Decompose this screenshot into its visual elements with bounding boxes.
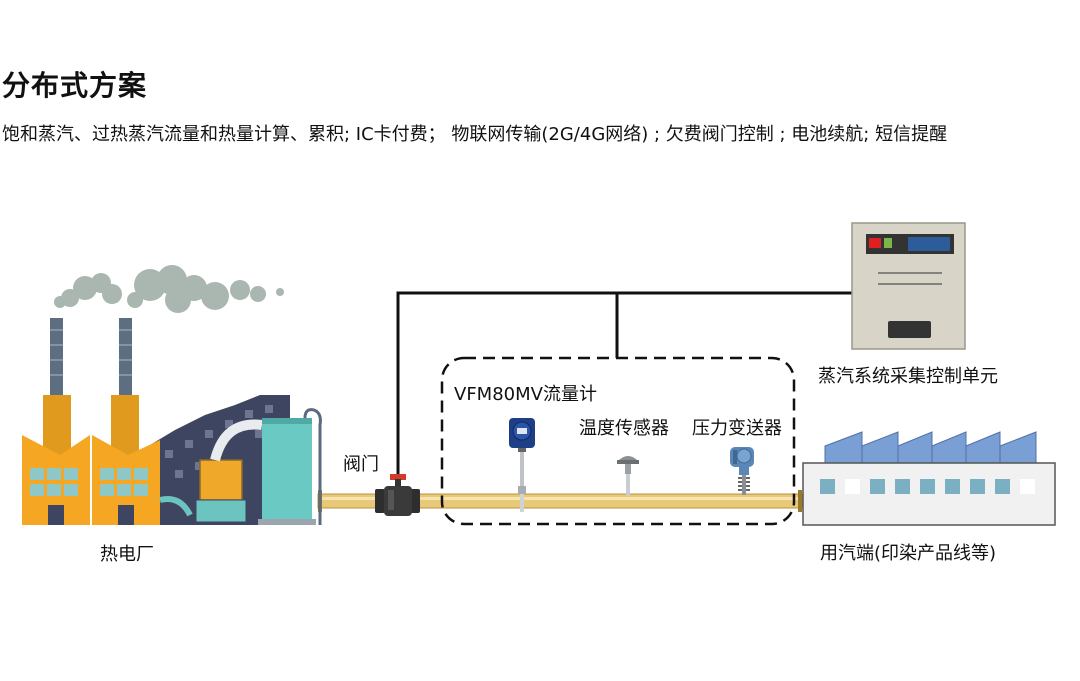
pressure-transmitter-icon [730, 447, 754, 495]
page-title: 分布式方案 [2, 69, 148, 102]
steam-consumer-label: 用汽端(印染产品线等) [820, 543, 997, 564]
control-cabinet-icon [851, 222, 966, 350]
power-plant-label: 热电厂 [100, 544, 154, 565]
power-plant-icon [22, 265, 322, 525]
signal-wires [396, 291, 852, 478]
steam-consumer-factory-icon [802, 431, 1056, 526]
temperature-sensor-icon [617, 456, 639, 496]
smoke-icon [54, 265, 284, 313]
flowmeter-group-label: VFM80MV流量计 [454, 384, 597, 405]
valve-icon [375, 474, 420, 516]
flowmeter-group-box [440, 356, 796, 526]
valve-signal-wire [396, 291, 852, 478]
pressure-transmitter-label: 压力变送器 [692, 418, 782, 439]
vortex-flowmeter-icon [509, 418, 535, 512]
page-subtitle: 饱和蒸汽、过热蒸汽流量和热量计算、累积; IC卡付费； 物联网传输(2G/4G网… [2, 124, 948, 145]
temperature-sensor-label: 温度传感器 [579, 418, 669, 439]
control-unit-label: 蒸汽系统采集控制单元 [818, 366, 998, 387]
valve-label: 阀门 [343, 454, 379, 475]
